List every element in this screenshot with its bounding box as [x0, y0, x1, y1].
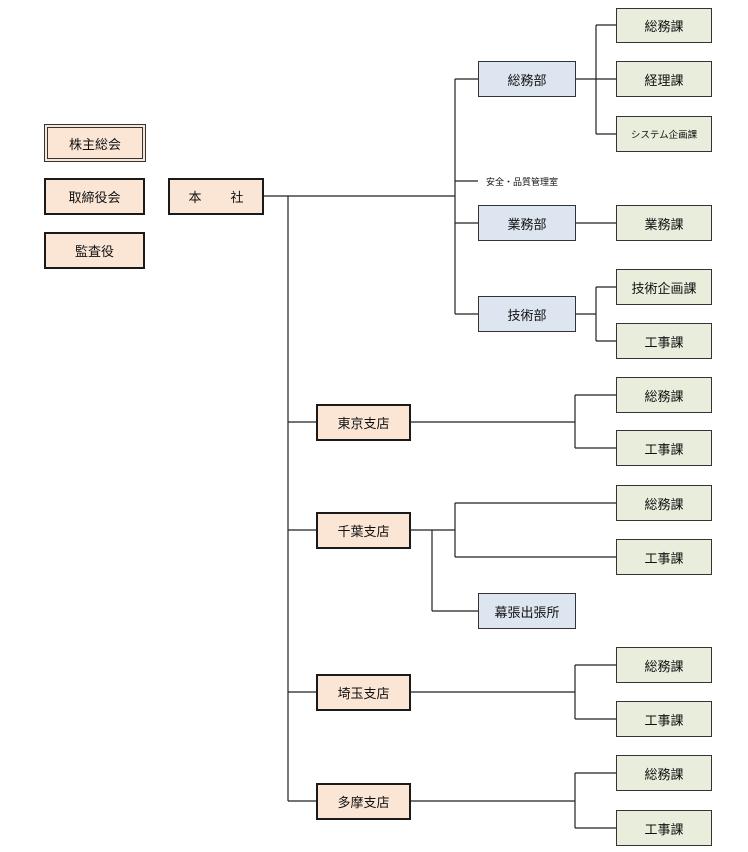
- general-affairs-dept-box: 総務部: [478, 61, 576, 97]
- tokyo-construction-section-box: 工事課: [616, 430, 712, 466]
- board-of-directors-box: 取締役会: [44, 178, 145, 215]
- saitama-general-affairs-section-box: 総務課: [616, 647, 712, 683]
- chiba-general-affairs-section-box: 総務課: [616, 485, 712, 521]
- construction-section-box: 工事課: [616, 323, 712, 359]
- tama-general-affairs-section-box: 総務課: [616, 755, 712, 791]
- technical-dept-box: 技術部: [478, 296, 576, 332]
- tama-branch-box: 多摩支店: [316, 783, 411, 820]
- saitama-branch-box: 埼玉支店: [316, 674, 411, 711]
- shareholders-meeting-box: 株主総会: [44, 124, 146, 162]
- tokyo-branch-box: 東京支店: [316, 404, 411, 441]
- tama-construction-section-box: 工事課: [616, 810, 712, 846]
- safety-quality-office-label: 安全・品質管理室: [486, 177, 559, 188]
- general-affairs-section-box: 総務課: [616, 8, 712, 43]
- tokyo-general-affairs-section-box: 総務課: [616, 377, 712, 413]
- chiba-construction-section-box: 工事課: [616, 539, 712, 575]
- system-planning-section-box: システム企画課: [616, 116, 712, 152]
- business-dept-box: 業務部: [478, 205, 576, 241]
- headquarters-box: 本 社: [168, 178, 264, 215]
- chiba-branch-box: 千葉支店: [316, 512, 411, 549]
- makuhari-office-box: 幕張出張所: [478, 593, 576, 629]
- saitama-construction-section-box: 工事課: [616, 701, 712, 737]
- technical-planning-section-box: 技術企画課: [616, 269, 712, 305]
- accounting-section-box: 経理課: [616, 61, 712, 97]
- auditor-box: 監査役: [44, 232, 145, 269]
- business-section-box: 業務課: [616, 205, 712, 241]
